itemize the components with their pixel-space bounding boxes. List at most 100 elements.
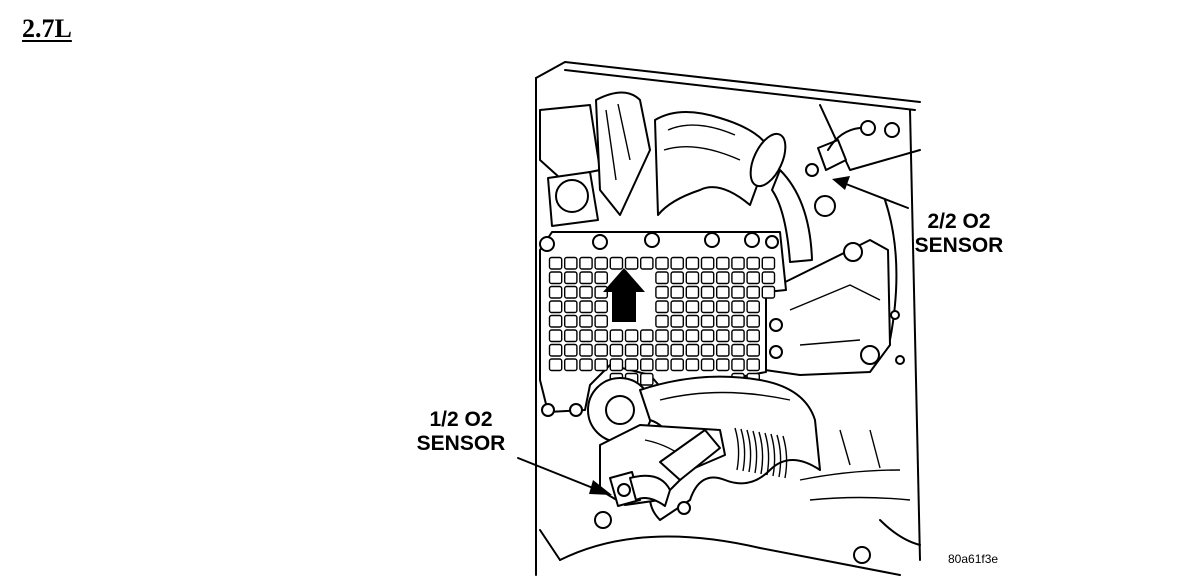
rib-cell: [731, 300, 745, 314]
rib-cell: [761, 271, 776, 285]
rib-cell: [579, 300, 593, 314]
rib-cell: [579, 256, 593, 270]
rib-cell: [746, 343, 760, 357]
rib-cell: [548, 358, 563, 372]
rib-cell: [670, 358, 684, 372]
rib-cell: [685, 343, 700, 357]
rib-cell: [746, 358, 760, 372]
rib-cell: [670, 300, 684, 314]
rib-cell: [640, 358, 654, 372]
rib-cell: [731, 271, 745, 285]
rib-cell: [640, 329, 654, 343]
rib-cell: [700, 271, 715, 285]
flex-pipe: [734, 427, 788, 479]
rib-cell: [655, 271, 669, 285]
rib-cell: [624, 329, 639, 343]
rib-cell: [700, 343, 715, 357]
sensor-2-line1: 2/2 O2: [927, 210, 991, 233]
rib-cell: [640, 343, 654, 357]
sensor-1-line1: 1/2 O2: [429, 408, 493, 431]
o2-sensor-upstream: [594, 471, 691, 529]
rib-cell: [609, 358, 624, 372]
sensor-2-line2: SENSOR: [914, 234, 1004, 257]
rib-cell: [548, 314, 563, 328]
rib-cell: [594, 329, 608, 343]
rib-cell: [685, 358, 700, 372]
rib-cell: [564, 314, 578, 328]
sensor-1-line2: SENSOR: [416, 432, 506, 455]
rib-cell: [685, 271, 700, 285]
rib-cell: [548, 256, 563, 270]
leader-sensor-2: [832, 176, 909, 209]
rib-cell: [716, 314, 730, 328]
rib-cell: [655, 285, 669, 299]
flex-rib: [782, 435, 788, 479]
rib-cell: [685, 300, 700, 314]
rib-cell: [655, 358, 669, 372]
rib-cell: [731, 358, 745, 372]
upper-exhaust-pipe: [654, 110, 813, 263]
rib-cell: [548, 329, 563, 343]
rib-cell: [685, 256, 700, 270]
rib-cell: [700, 314, 715, 328]
rib-cell: [579, 314, 593, 328]
rib-cell: [746, 285, 760, 299]
figure-code: 80a61f3e: [948, 552, 999, 566]
rib-cell: [655, 314, 669, 328]
rib-cell: [746, 271, 760, 285]
body-outline: [535, 61, 921, 576]
rib-cell: [731, 343, 745, 357]
rib-cell: [731, 285, 745, 299]
rib-cell: [746, 300, 760, 314]
rib-cell: [655, 300, 669, 314]
downstream-o2-sensor-label: 2/2 O2 SENSOR: [904, 210, 1014, 258]
rib-cell: [670, 329, 684, 343]
rib-cell: [731, 314, 745, 328]
rib-cell: [700, 358, 715, 372]
rib-cell: [716, 285, 730, 299]
rib-cell: [685, 285, 700, 299]
rib-cell: [594, 343, 608, 357]
rib-cell: [670, 256, 684, 270]
rib-cell: [700, 300, 715, 314]
upstream-o2-sensor-label: 1/2 O2 SENSOR: [406, 408, 516, 456]
rib-cell: [624, 358, 639, 372]
rib-cell: [609, 329, 624, 343]
right-bracket: [764, 199, 898, 376]
ribbed-cover: [539, 231, 787, 417]
rib-cell: [640, 372, 654, 386]
rib-cell: [579, 271, 593, 285]
rib-cell: [609, 343, 624, 357]
rib-cell: [716, 271, 730, 285]
flex-rib: [746, 429, 752, 473]
rib-cell: [731, 329, 745, 343]
flex-rib: [752, 430, 758, 474]
rib-cell: [716, 358, 730, 372]
rib-cell: [761, 285, 776, 299]
rib-cell: [640, 256, 654, 270]
rib-cell: [670, 271, 684, 285]
rib-cell: [564, 358, 578, 372]
rib-cell: [594, 256, 608, 270]
rib-cell: [564, 285, 578, 299]
rib-cell: [579, 358, 593, 372]
rib-cell: [716, 329, 730, 343]
rib-cell: [700, 329, 715, 343]
rib-cell: [548, 285, 563, 299]
rib-cell: [548, 343, 563, 357]
rib-cell: [624, 256, 639, 270]
front-arrow: [603, 268, 645, 322]
rib-cell: [564, 343, 578, 357]
rib-grid: [548, 256, 776, 386]
rib-cell: [716, 256, 730, 270]
rib-cell: [579, 329, 593, 343]
rib-cell: [716, 343, 730, 357]
engine-title: 2.7L: [22, 14, 72, 43]
rib-cell: [685, 329, 700, 343]
rib-cell: [700, 285, 715, 299]
rib-cell: [670, 285, 684, 299]
rib-cell: [655, 256, 669, 270]
rib-cell: [594, 358, 608, 372]
rib-cell: [685, 314, 700, 328]
rib-cell: [655, 343, 669, 357]
